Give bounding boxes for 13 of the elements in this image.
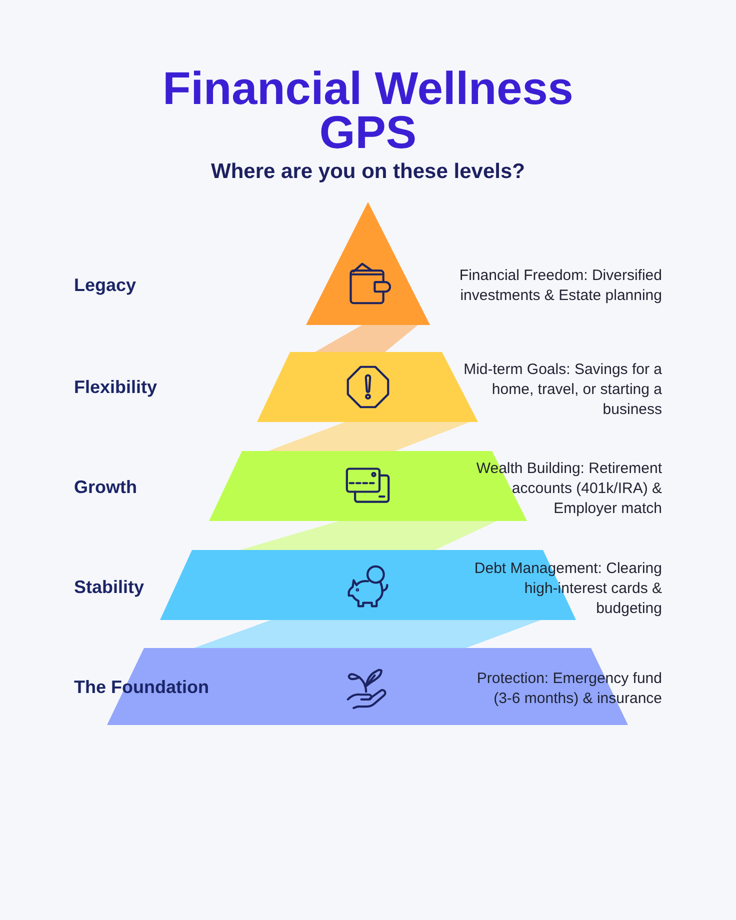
title: Financial Wellness GPS <box>162 66 574 154</box>
level-label: Flexibility <box>74 376 158 398</box>
level-description: Mid-term Goals: Savings for a home, travel, or starting a business <box>462 360 662 420</box>
level-label: Legacy <box>74 274 136 296</box>
level-label: Stability <box>74 576 144 598</box>
level-description: Financial Freedom: Diversified investments & Estate planning <box>458 266 662 306</box>
connector-band <box>194 620 541 648</box>
level-label: Growth <box>74 476 137 498</box>
level-description: Protection: Emergency fund (3-6 months) & insurance <box>476 669 662 709</box>
connector-band <box>315 325 418 352</box>
subtitle: Where are you on these levels? <box>211 160 525 184</box>
connector-band <box>240 521 497 550</box>
connector-band <box>268 422 470 451</box>
